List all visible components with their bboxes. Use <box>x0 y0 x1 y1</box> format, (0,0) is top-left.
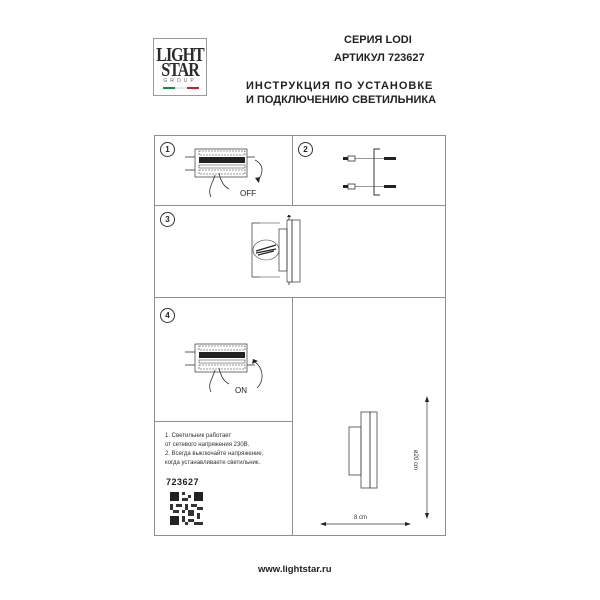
note-line-2: от сетевого напряжения 230В. <box>165 442 250 448</box>
article-number: АРТИКУЛ 723627 <box>334 52 425 64</box>
note-line-3: 2. Всегда выключайте напряжение, <box>165 451 264 457</box>
lamp-dimension-drawing <box>320 396 429 526</box>
website-url[interactable]: www.lightstar.ru <box>258 564 332 575</box>
grid-top-border <box>154 135 446 136</box>
italian-flag-stripe <box>163 87 199 89</box>
step-2-number: 2 <box>298 142 313 157</box>
lightstar-logo: LIGHT STAR GROUP <box>153 38 207 96</box>
note-line-1: 1. Светильник работает <box>165 433 232 439</box>
grid-divider-lower <box>292 297 293 536</box>
step-1-off-label: OFF <box>240 189 256 198</box>
grid-divider-row1 <box>292 135 293 205</box>
grid-row-line-2 <box>154 297 446 298</box>
circuit-breaker-off-icon <box>185 148 263 198</box>
grid-right-border <box>445 135 446 536</box>
qr-code-icon <box>170 492 203 525</box>
series-title: СЕРИЯ LODI <box>344 34 412 46</box>
step-1-number: 1 <box>160 142 175 157</box>
step-3-number: 3 <box>160 212 175 227</box>
wall-mount-wiring-icon <box>251 215 301 285</box>
mounting-screws-icon <box>343 148 396 196</box>
logo-line-1: LIGHT <box>156 44 204 67</box>
logo-line-3: GROUP <box>163 78 197 84</box>
product-code: 723627 <box>166 477 200 487</box>
circuit-breaker-on-icon <box>185 343 263 393</box>
logo-line-2: STAR <box>161 59 200 82</box>
grid-row-line-1 <box>154 205 446 206</box>
width-dimension-label: 8 cm <box>354 515 368 521</box>
grid-left-border <box>154 135 155 536</box>
step-4-on-label: ON <box>235 386 247 395</box>
instruction-title-line-1: ИНСТРУКЦИЯ ПО УСТАНОВКЕ <box>246 80 434 92</box>
grid-bottom-border <box>154 535 446 536</box>
grid-row-line-3 <box>154 421 293 422</box>
diameter-dimension-label: ø20 cm <box>412 450 418 471</box>
note-line-4: когда устанавливаете светильник. <box>165 460 261 466</box>
step-4-number: 4 <box>160 308 175 323</box>
instruction-title-line-2: И ПОДКЛЮЧЕНИЮ СВЕТИЛЬНИКА <box>246 94 437 106</box>
